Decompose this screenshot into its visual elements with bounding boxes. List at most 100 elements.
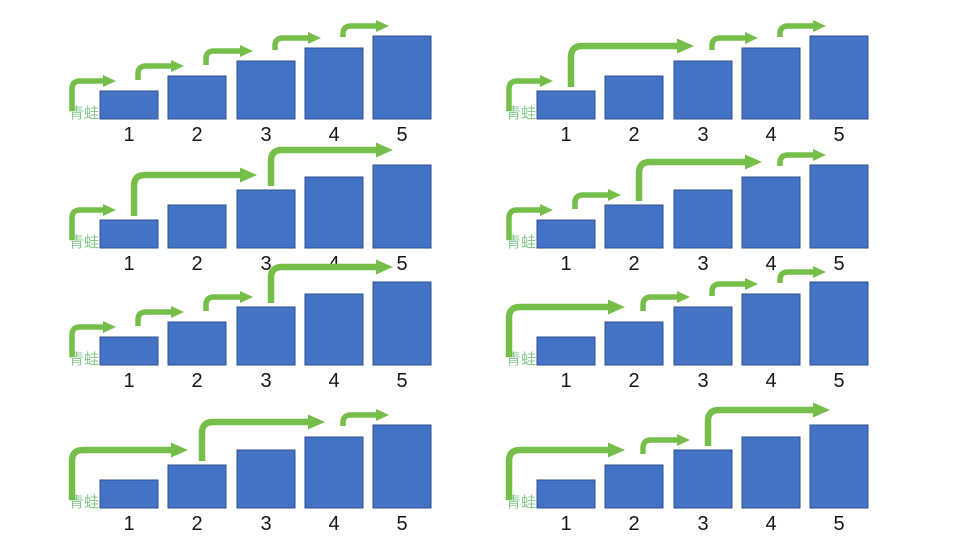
jump-arrow-icon <box>203 45 253 65</box>
jump-arrow-icon <box>777 266 826 283</box>
step-number-label: 4 <box>765 253 776 275</box>
step-number-label: 1 <box>560 124 571 146</box>
stair-bar-4 <box>304 436 364 509</box>
stair-bar-5 <box>372 424 432 509</box>
stair-bar-1 <box>99 479 159 509</box>
step-number-label: 2 <box>628 513 639 535</box>
step-number-label: 4 <box>328 124 339 146</box>
stair-bar-5 <box>809 281 869 366</box>
stair-bar-5 <box>372 164 432 249</box>
stair-bar-1 <box>536 219 596 249</box>
step-number-label: 2 <box>628 370 639 392</box>
step-number-label: 3 <box>260 513 271 535</box>
stair-bar-1 <box>536 90 596 120</box>
jump-arrow-icon <box>709 278 758 296</box>
stair-bar-5 <box>372 281 432 366</box>
stair-bar-1 <box>99 219 159 249</box>
stair-bar-4 <box>304 176 364 249</box>
jump-arrow-icon <box>505 299 625 357</box>
stair-bar-4 <box>304 47 364 120</box>
stair-bar-3 <box>236 189 296 249</box>
stair-bar-5 <box>809 424 869 509</box>
jump-arrow-icon <box>203 291 253 311</box>
stair-bar-3 <box>236 449 296 509</box>
jump-arrow-icon <box>777 149 826 166</box>
step-number-label: 1 <box>560 513 571 535</box>
step-number-label: 5 <box>396 370 407 392</box>
stair-bar-2 <box>604 75 664 120</box>
stair-bar-2 <box>167 321 227 366</box>
stair-bar-1 <box>99 90 159 120</box>
jump-arrow-icon <box>267 142 393 186</box>
step-number-label: 1 <box>123 370 134 392</box>
jump-arrow-icon <box>130 167 257 216</box>
step-number-label: 4 <box>765 513 776 535</box>
stair-bar-2 <box>167 204 227 249</box>
step-number-label: 2 <box>191 370 202 392</box>
step-number-label: 2 <box>191 124 202 146</box>
frog-label: 青蛙 <box>506 234 536 251</box>
stair-bar-3 <box>673 60 733 120</box>
jump-arrow-icon <box>572 189 621 209</box>
jump-arrow-icon <box>340 409 389 426</box>
stair-bar-3 <box>236 60 296 120</box>
frog-label: 青蛙 <box>506 105 536 122</box>
step-number-label: 1 <box>123 124 134 146</box>
stair-bar-1 <box>99 336 159 366</box>
step-number-label: 3 <box>697 124 708 146</box>
step-number-label: 3 <box>697 370 708 392</box>
step-number-label: 1 <box>123 253 134 275</box>
step-number-label: 3 <box>697 513 708 535</box>
stair-bar-2 <box>604 321 664 366</box>
jump-arrow-icon <box>272 32 321 50</box>
stair-bar-3 <box>236 306 296 366</box>
stair-bar-4 <box>741 47 801 120</box>
frog-label: 青蛙 <box>506 351 536 368</box>
jump-arrow-icon <box>135 306 184 326</box>
step-number-label: 5 <box>833 370 844 392</box>
stair-bar-2 <box>167 75 227 120</box>
jump-arrow-icon <box>69 204 116 240</box>
step-number-label: 5 <box>833 253 844 275</box>
stair-bar-3 <box>673 449 733 509</box>
stair-bar-5 <box>809 35 869 120</box>
jump-arrow-icon <box>267 259 393 303</box>
step-number-label: 2 <box>628 124 639 146</box>
step-number-label: 2 <box>191 253 202 275</box>
jump-arrow-icon <box>567 38 694 87</box>
jump-arrow-icon <box>68 442 188 500</box>
stair-bar-3 <box>673 306 733 366</box>
stair-bar-4 <box>741 176 801 249</box>
panel-6: 青蛙 1 2 3 4 5 <box>505 266 869 392</box>
jump-arrow-icon <box>69 75 116 111</box>
step-number-label: 5 <box>833 124 844 146</box>
frog-label: 青蛙 <box>69 105 99 122</box>
jump-arrow-icon <box>506 204 553 240</box>
stair-bar-2 <box>167 464 227 509</box>
step-number-label: 1 <box>560 253 571 275</box>
step-number-label: 3 <box>260 253 271 275</box>
step-number-label: 1 <box>560 370 571 392</box>
jump-arrow-icon <box>709 32 758 50</box>
stair-bar-5 <box>372 35 432 120</box>
jump-arrow-icon <box>135 60 184 80</box>
step-number-label: 4 <box>765 370 776 392</box>
step-number-label: 2 <box>628 253 639 275</box>
frog-label: 青蛙 <box>69 494 99 511</box>
step-number-label: 5 <box>833 513 844 535</box>
jump-arrow-icon <box>198 414 325 461</box>
stair-bar-2 <box>604 464 664 509</box>
jump-arrow-icon <box>777 20 826 37</box>
step-number-label: 3 <box>260 124 271 146</box>
stair-bar-4 <box>741 436 801 509</box>
jump-arrow-icon <box>505 442 625 500</box>
jump-arrow-icon <box>704 402 830 446</box>
jump-arrow-icon <box>635 154 762 201</box>
